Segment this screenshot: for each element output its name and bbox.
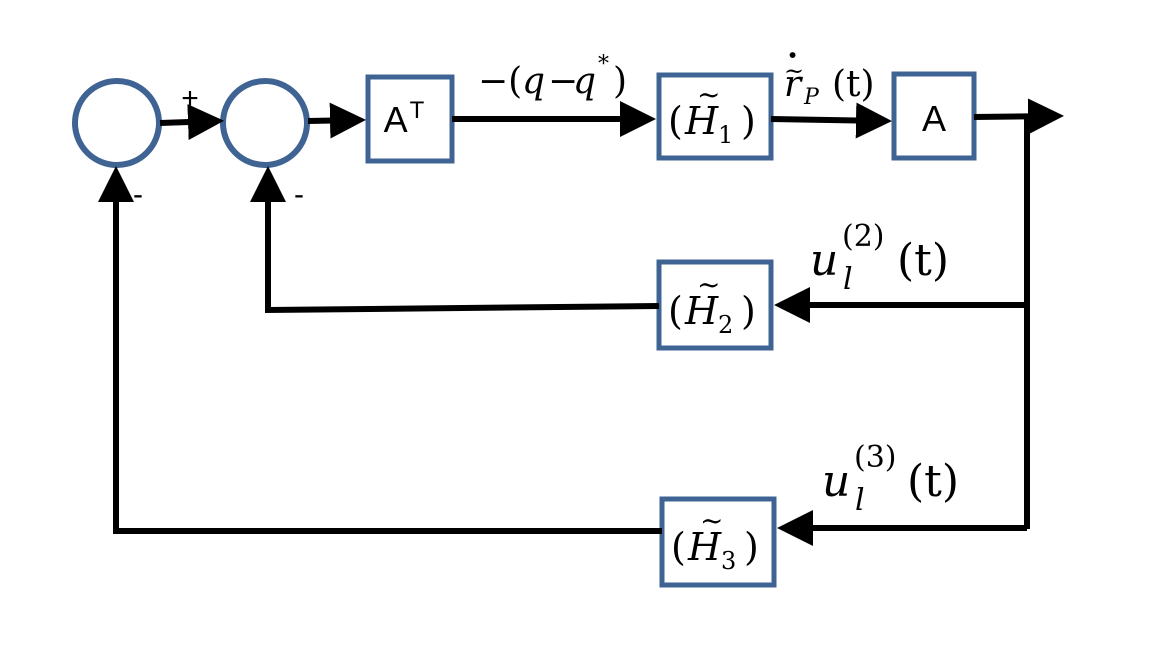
q-error-q2: q [573,61,596,102]
sign-plus-sum1: + [181,82,199,115]
h3-symbol: H [687,525,722,569]
q-error-minus: − [548,61,578,102]
u3-arg: (t) [907,456,959,507]
h1-sub: 1 [718,121,733,149]
h2-close-paren: ) [741,289,756,333]
u2-base: u [810,235,838,286]
r-dot-tilde: ~ [784,57,804,85]
u3-base: u [822,456,850,507]
u2-arg: (t) [897,235,949,286]
block-h1-label: ( H ~ 1 ) [668,78,756,149]
h3-open-paren: ( [671,525,686,569]
signal-u2-label: u (2) l (t) [810,219,949,297]
q-error-q: q [522,61,545,102]
h2-tilde: ~ [697,268,720,301]
sign-minus-sum1: - [133,178,143,211]
u3-sub: l [855,483,865,518]
h1-tilde: ~ [697,78,720,111]
u2-sub: l [843,262,853,297]
q-error-star: * [598,52,609,77]
r-dot-dot: · [787,36,798,74]
h2-open-paren: ( [668,289,683,333]
block-h1 [656,72,774,161]
u3-sup: (3) [854,440,897,475]
h2-symbol: H [684,289,719,333]
h1-symbol: H [684,99,719,143]
h2-sub: 2 [718,311,733,339]
r-dot-base: r [784,64,803,105]
block-a-transpose-label: AT [384,97,425,140]
arrow-h1-to-a [770,102,892,139]
signal-r-dot-label: · ~ r P (t) [784,36,875,110]
signal-u3-label: u (3) l (t) [822,440,959,518]
h1-close-paren: ) [741,99,756,143]
arrow-h3-to-sum1 [98,166,662,534]
block-a [891,71,977,161]
summing-junction-left [72,78,162,168]
block-h3-label: ( H ~ 3 ) [671,504,759,575]
r-dot-sub: P [803,85,820,110]
arrow-a-to-output [973,98,1064,135]
block-h3 [659,496,777,588]
h3-close-paren: ) [744,525,759,569]
block-a-label: A [922,98,946,139]
h3-sub: 3 [721,547,736,575]
q-error-prefix: −( [478,61,522,102]
h1-open-paren: ( [668,99,683,143]
signal-q-error-label: −( q − q * ) [478,52,627,102]
r-dot-arg: (t) [832,64,875,105]
u2-sup: (2) [842,219,885,254]
q-error-suffix: ) [613,61,627,102]
summing-junction-right [220,78,310,168]
block-h2-label: ( H ~ 2 ) [668,268,756,339]
h3-tilde: ~ [700,504,723,537]
arrow-h2-to-sum2 [250,166,660,314]
arrow-sum2-to-at [307,102,366,139]
sign-minus-sum2: - [294,178,304,211]
forward-path [159,98,1064,141]
block-a-transpose [365,74,455,164]
arrow-sum1-to-sum2 [159,104,224,141]
block-h2 [656,259,774,351]
feedback-paths [98,116,1030,546]
